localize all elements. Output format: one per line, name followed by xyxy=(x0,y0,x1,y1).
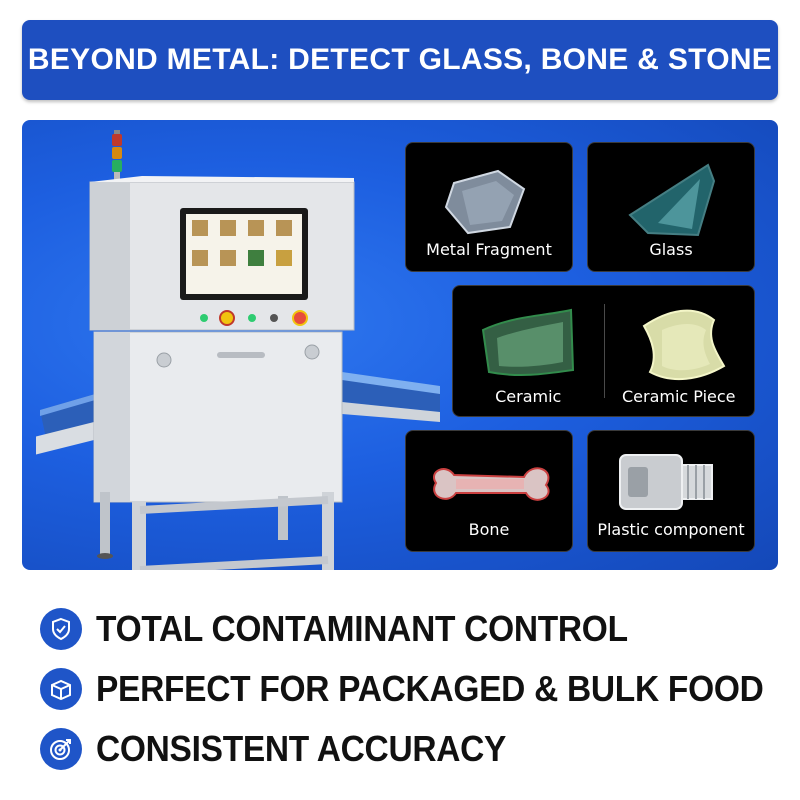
bone-icon xyxy=(433,467,550,501)
contaminant-label: Glass xyxy=(649,240,693,259)
contaminant-label: Plastic component xyxy=(597,520,745,539)
card-divider xyxy=(603,304,605,398)
ceramic-icon xyxy=(481,308,575,377)
package-box-icon xyxy=(40,668,82,710)
plastic-component-icon xyxy=(619,454,713,510)
headline-banner: BEYOND METAL: DETECT GLASS, BONE & STONE xyxy=(22,20,778,100)
contaminant-card-glass: Glass xyxy=(587,142,755,272)
shield-check-icon xyxy=(40,608,82,650)
contaminant-label: Metal Fragment xyxy=(426,240,552,259)
feature-item: TOTAL CONTAMINANT CONTROL xyxy=(40,604,668,654)
feature-text: CONSISTENT ACCURACY xyxy=(96,728,507,769)
feature-item: PERFECT FOR PACKAGED & BULK FOOD xyxy=(40,664,800,714)
contaminant-card-metal-fragment: Metal Fragment xyxy=(405,142,573,272)
contaminant-card-ceramic: Ceramic Ceramic Piece xyxy=(452,285,755,417)
headline-text: BEYOND METAL: DETECT GLASS, BONE & STONE xyxy=(27,43,773,76)
contaminant-card-plastic-component: Plastic component xyxy=(587,430,755,552)
contaminant-label: Ceramic xyxy=(495,387,562,406)
contaminant-label: Ceramic Piece xyxy=(621,387,736,406)
ceramic-half: Ceramic xyxy=(453,286,604,416)
target-icon xyxy=(40,728,82,770)
contaminant-label: Bone xyxy=(468,520,510,539)
hero-panel: Metal Fragment Glass Ceramic Ceramic Pie… xyxy=(22,120,778,570)
contaminant-card-bone: Bone xyxy=(405,430,573,552)
glass-shard-icon xyxy=(628,163,716,237)
feature-item: CONSISTENT ACCURACY xyxy=(40,724,537,774)
ceramic-piece-icon xyxy=(642,309,725,381)
metal-fragment-icon xyxy=(444,169,526,235)
ceramic-piece-half: Ceramic Piece xyxy=(604,286,755,416)
feature-text: PERFECT FOR PACKAGED & BULK FOOD xyxy=(96,668,764,709)
feature-text: TOTAL CONTAMINANT CONTROL xyxy=(96,608,628,649)
xray-machine-illustration xyxy=(36,130,440,570)
